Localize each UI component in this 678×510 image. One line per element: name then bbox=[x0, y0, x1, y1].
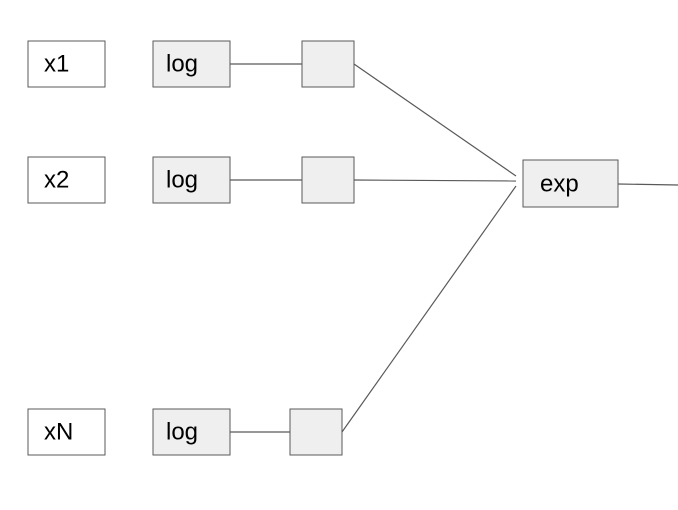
edges bbox=[230, 63, 678, 433]
intermediate-node-n bbox=[289, 408, 343, 456]
log-node-1 bbox=[152, 40, 231, 88]
edge-nodeN-to-exp bbox=[341, 185, 517, 433]
row-n: xN log bbox=[27, 408, 343, 456]
exp-label: exp bbox=[540, 170, 579, 197]
intermediate-node-2 bbox=[301, 156, 355, 204]
edge-node2-to-exp bbox=[353, 179, 517, 182]
row-2: x2 log bbox=[27, 156, 355, 204]
edge-node1-to-exp bbox=[353, 63, 517, 177]
exp-node bbox=[522, 159, 619, 208]
log-node-n bbox=[152, 408, 231, 456]
input-label-xN: xN bbox=[44, 418, 73, 445]
input-label-x2: x2 bbox=[44, 166, 69, 193]
log-label-n: log bbox=[166, 418, 198, 445]
input-label-x1: x1 bbox=[44, 50, 69, 77]
input-node-x1 bbox=[27, 40, 106, 88]
log-label-1: log bbox=[166, 50, 198, 77]
edge-exp-output bbox=[617, 183, 678, 186]
input-node-xN bbox=[27, 408, 106, 456]
log-label-2: log bbox=[166, 166, 198, 193]
log-node-2 bbox=[152, 156, 231, 204]
intermediate-node-1 bbox=[301, 40, 355, 88]
row-1: x1 log bbox=[27, 40, 355, 88]
output-group: exp bbox=[522, 159, 619, 208]
input-node-x2 bbox=[27, 156, 106, 204]
